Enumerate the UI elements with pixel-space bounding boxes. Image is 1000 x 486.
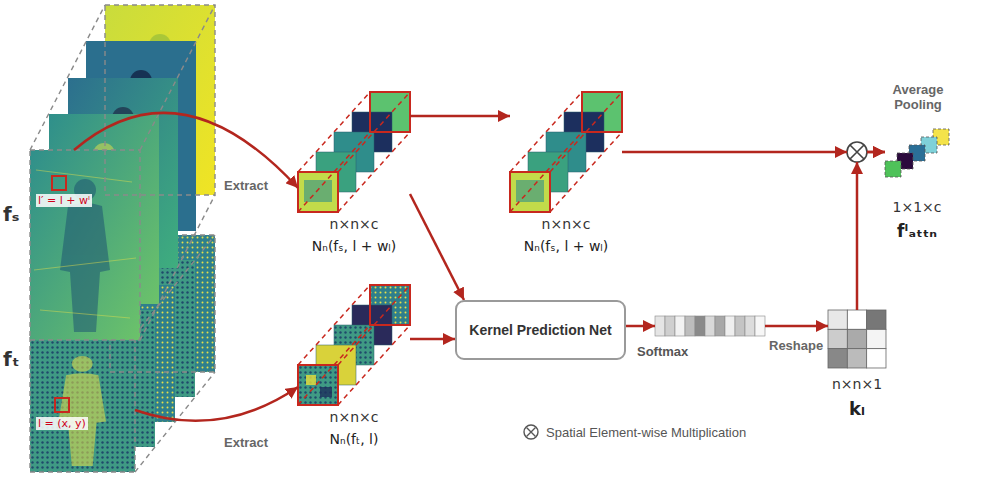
connector-line (626, 325, 655, 328)
multiply-symbol-part (850, 145, 864, 159)
arrow-connector (74, 113, 298, 188)
softmax-vector (655, 316, 765, 336)
arrow-connector (626, 326, 655, 327)
arrow-connector (410, 116, 510, 117)
connector-line (867, 151, 885, 154)
connector-line (867, 151, 885, 154)
softmax-vector-part (695, 316, 705, 336)
shape-label: n×n×1 (832, 376, 882, 392)
source-patch-stack (298, 92, 410, 212)
connector-line (410, 338, 455, 341)
kernel-grid-part (867, 329, 886, 348)
source-patch-stack: n×n×cNₙ(fₛ, l + wₗ) (510, 92, 622, 212)
output-vector-part (885, 161, 901, 177)
legend-text: Spatial Element-wise Multiplication (546, 425, 746, 440)
source-feature-stack: fₛl′ = l + wˡ (30, 150, 140, 340)
legend-item: Spatial Element-wise Multiplication (522, 423, 746, 441)
neighborhood-label: Nₙ(fₛ, l + wₗ) (312, 238, 396, 254)
multiply-symbol (847, 142, 867, 162)
softmax-vector-part (675, 316, 685, 336)
connector-line (765, 325, 828, 328)
source-feature-maps-part (105, 5, 215, 195)
source-feature-maps-part (30, 150, 140, 340)
target-patch-stack: n×n×cNₙ(fₜ, l) (298, 285, 410, 405)
source-feature-maps-part (30, 150, 140, 340)
neighborhood-label: Nₙ(fₜ, l) (330, 431, 379, 447)
multiply-symbol-part (847, 142, 867, 162)
edge-label: Average Pooling (880, 82, 956, 112)
source-feature-maps-part (30, 5, 215, 340)
arrow-connector (765, 326, 828, 327)
edge-label: Extract (222, 435, 270, 450)
tensor-label: fₛ (3, 202, 19, 226)
multiply-symbol (522, 423, 540, 441)
arrow-connector (410, 339, 455, 340)
shape-label: n×n×c (542, 216, 591, 232)
multiply-symbol-part (527, 428, 536, 437)
operation-label: Softmax (637, 344, 688, 359)
source-patch-stack: n×n×cNₙ(fₛ, l + wₗ) (298, 92, 410, 212)
source-feature-maps-part (52, 176, 66, 190)
arrow-connector (135, 387, 298, 421)
kernel-grid-part (828, 310, 847, 329)
source-patch-stack (510, 92, 622, 212)
softmax-vector-part (755, 316, 765, 336)
kernel-grid (828, 310, 886, 368)
softmax-vector-part (685, 316, 695, 336)
connector-line (410, 115, 510, 118)
connector-line (135, 387, 298, 421)
edge-label: Extract (222, 178, 270, 193)
output-vector: 1×1×cfˡₐₜₜₙ (885, 127, 949, 177)
softmax-vector: Softmax (655, 316, 765, 336)
kernel-grid-part (847, 349, 866, 368)
shape-label: n×n×c (330, 409, 379, 425)
source-feature-maps (30, 5, 215, 340)
kernel-label: kₗ (849, 398, 865, 419)
softmax-vector-part (725, 316, 735, 336)
output-label: fˡₐₜₜₙ (897, 221, 937, 241)
location-label: l = (x, y) (36, 417, 88, 430)
kernel-grid-part (867, 349, 886, 368)
arrow-connector (410, 194, 464, 300)
connector-line (74, 113, 298, 188)
softmax-vector-part (665, 316, 675, 336)
softmax-vector-part (655, 316, 665, 336)
source-feature-maps-part (34, 170, 136, 318)
edge-label: Reshape (767, 338, 825, 353)
kernel-grid-part (828, 329, 847, 348)
neighborhood-label: Nₙ(fₛ, l + wₗ) (524, 238, 608, 254)
shape-label: 1×1×c (893, 199, 942, 215)
kernel-grid-part (847, 310, 866, 329)
kernel-grid: n×n×1kₗ (828, 310, 886, 368)
target-feature-maps-part (55, 398, 69, 412)
box-title: Kernel Prediction Net (469, 322, 611, 338)
target-feature-stack: fₜl = (x, y) (30, 335, 135, 472)
softmax-vector-part (745, 316, 755, 336)
kernel-grid-part (847, 329, 866, 348)
arrow-connector (622, 152, 885, 153)
process-box: Kernel Prediction Net (455, 300, 626, 360)
output-vector (885, 129, 949, 177)
softmax-vector-part (705, 316, 715, 336)
target-feature-maps-part (30, 335, 135, 472)
softmax-vector-part (715, 316, 725, 336)
tensor-label: fₜ (3, 347, 19, 371)
softmax-vector-part (735, 316, 745, 336)
connector-line (410, 194, 464, 300)
target-feature-maps-part (59, 356, 107, 466)
kernel-grid-part (828, 349, 847, 368)
arrow-connector (857, 152, 885, 310)
kernel-grid-part (867, 310, 886, 329)
connector-line (622, 151, 847, 154)
shape-label: n×n×c (330, 216, 379, 232)
connector-line (856, 162, 859, 310)
target-feature-maps-part (30, 335, 135, 472)
target-patch-stack (298, 285, 410, 405)
location-label: l′ = l + wˡ (36, 194, 92, 207)
multiply-symbol-part (524, 425, 538, 439)
